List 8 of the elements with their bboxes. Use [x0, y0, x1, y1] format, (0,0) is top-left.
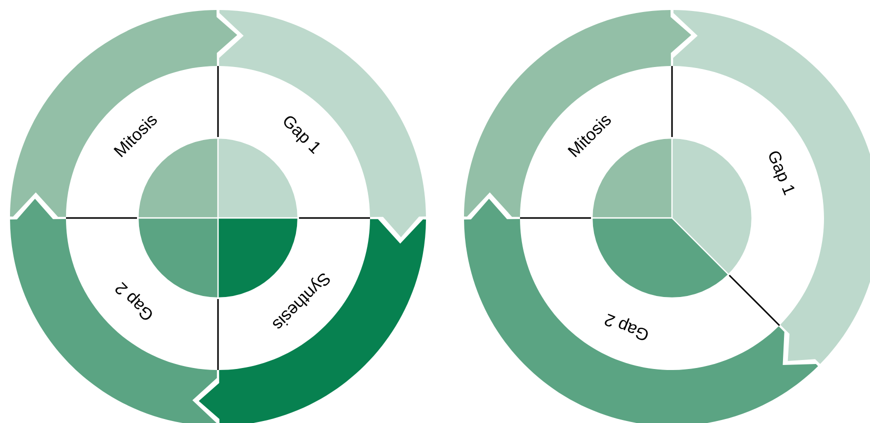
- phase-label: Gap 2: [115, 282, 152, 320]
- phase-label: Gap 1: [769, 151, 794, 196]
- cycle-arrow: [673, 10, 870, 364]
- phase-label: Gap 1: [284, 116, 320, 154]
- cycle-arrow: [464, 198, 818, 423]
- cycle-arrow: [198, 219, 426, 423]
- cycle-arrow: [10, 198, 217, 423]
- phase-label: Gap 2: [604, 314, 648, 340]
